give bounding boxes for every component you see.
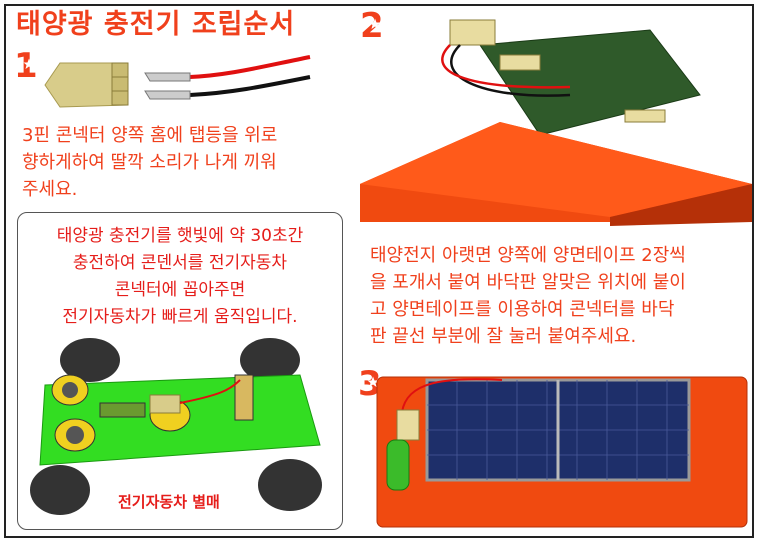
electric-car-illustration [30,338,322,515]
step-3-number: 3 [358,364,382,404]
step-2-number: 2 [360,6,384,46]
base-board-illustration [360,122,752,226]
solar-pcb-illustration [441,19,701,136]
step-1-number: 1 [14,46,38,86]
page-frame [4,4,754,538]
star-icon [369,18,381,29]
star-icon [367,376,379,387]
car-sold-separately-caption: 전기자동차 별매 [118,493,220,511]
assembled-charger-illustration [376,376,748,528]
star-icon [23,58,35,69]
page-title: 태양광 충전기 조립순서 [16,9,296,40]
connector-illustration [44,55,311,108]
